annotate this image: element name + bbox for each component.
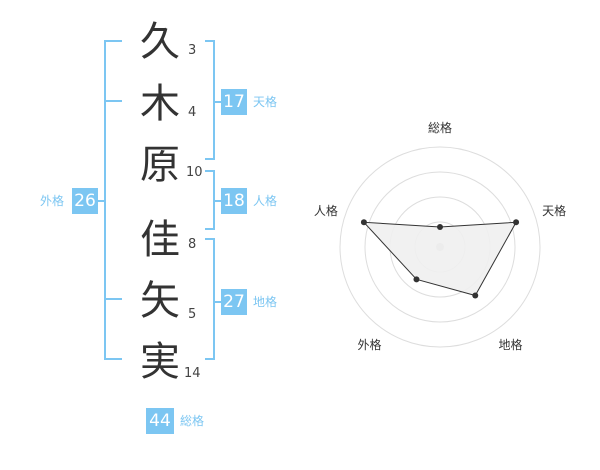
chikaku-bracket-top xyxy=(205,238,215,240)
tenkaku-label: 天格 xyxy=(253,95,278,109)
tenkaku-connector xyxy=(213,101,223,103)
chikaku-bracket-vertical xyxy=(213,238,215,360)
gaikaku-label: 外格 xyxy=(40,194,65,208)
stroke-count-surname-1: 3 xyxy=(188,43,197,58)
radar-point-5 xyxy=(360,219,367,226)
radar-axis-label-1: 総格 xyxy=(428,120,452,135)
gaikaku-badge: 26 xyxy=(72,188,98,214)
jinkaku-bracket-bottom xyxy=(205,228,215,230)
radar-axis-label-4: 外格 xyxy=(357,337,381,352)
gaikaku-connector xyxy=(98,200,106,202)
soukaku-badge: 44 xyxy=(146,408,174,434)
stroke-count-given-2: 5 xyxy=(188,307,197,322)
tenkaku-badge: 17 xyxy=(221,89,247,115)
stroke-count-given-1: 8 xyxy=(188,237,197,252)
radar-ring-4 xyxy=(339,146,541,348)
stroke-count-surname-3: 10 xyxy=(186,165,203,180)
tenkaku-bracket-vertical xyxy=(213,40,215,160)
gaikaku-bracket-bottom xyxy=(104,358,122,360)
gaikaku-bracket-tick-2 xyxy=(104,298,122,300)
kanji-given-2: 矢 xyxy=(140,278,180,324)
radar-axis-label-3: 地格 xyxy=(499,337,523,352)
gaikaku-bracket-tick-1 xyxy=(104,100,122,102)
radar-axis-label-5: 人格 xyxy=(314,203,338,218)
chikaku-badge: 27 xyxy=(221,289,247,315)
stroke-count-given-3: 14 xyxy=(184,366,201,381)
jinkaku-label: 人格 xyxy=(253,194,278,208)
chikaku-connector xyxy=(213,301,223,303)
stroke-count-surname-2: 4 xyxy=(188,105,197,120)
kanji-surname-2: 木 xyxy=(140,81,180,127)
radar-polygon xyxy=(362,221,517,297)
kanji-given-1: 佳 xyxy=(140,217,180,263)
radar-point-1 xyxy=(437,224,443,230)
soukaku-label: 総格 xyxy=(180,414,205,428)
jinkaku-bracket-top xyxy=(205,170,215,172)
kanji-surname-1: 久 xyxy=(140,19,180,65)
chikaku-bracket-bottom xyxy=(205,358,215,360)
jinkaku-connector xyxy=(213,200,223,202)
radar-point-2 xyxy=(513,219,520,226)
radar-point-4 xyxy=(413,276,420,283)
kanji-surname-3: 原 xyxy=(140,142,180,188)
tenkaku-bracket-top xyxy=(205,40,215,42)
radar-axis-label-2: 天格 xyxy=(542,203,566,218)
chikaku-label: 地格 xyxy=(253,295,278,309)
gaikaku-bracket-top xyxy=(104,40,122,42)
kanji-given-3: 実 xyxy=(140,339,180,385)
tenkaku-bracket-bottom xyxy=(205,158,215,160)
jinkaku-badge: 18 xyxy=(221,188,247,214)
radar-ring-3 xyxy=(364,171,516,323)
radar-point-3 xyxy=(472,292,479,299)
